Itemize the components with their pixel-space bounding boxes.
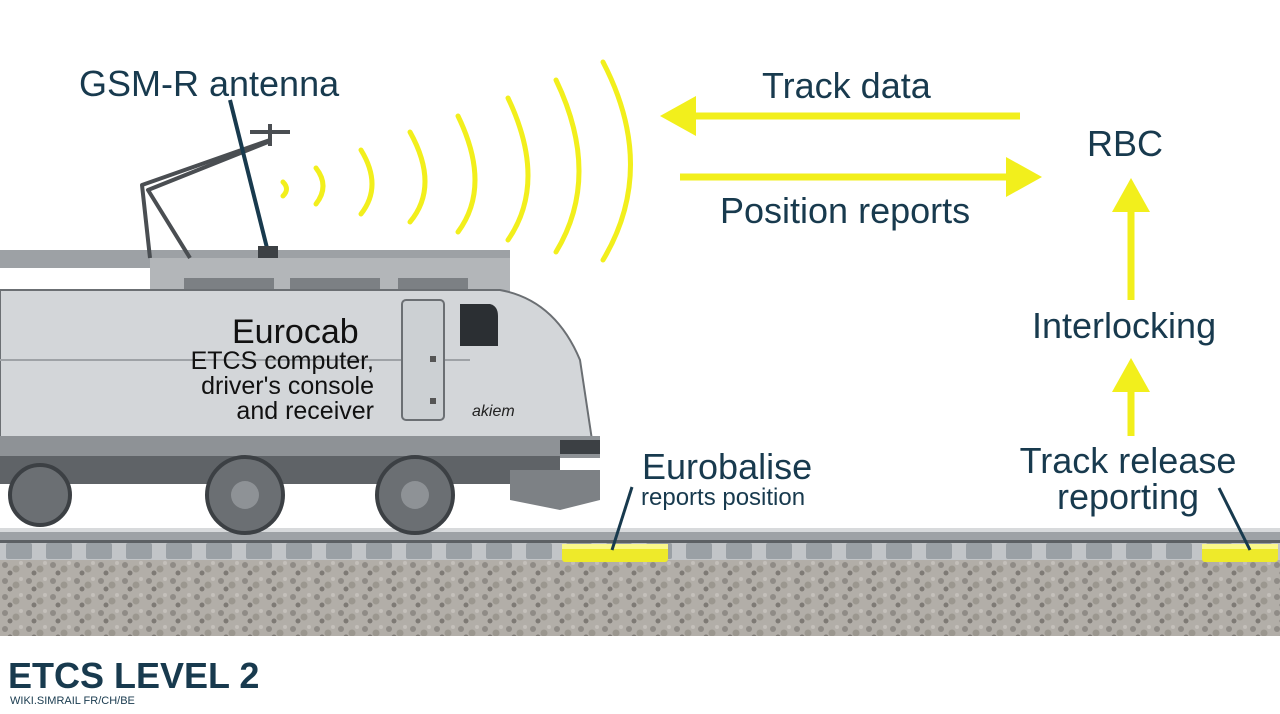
rbc-label: RBC <box>1087 123 1164 164</box>
eurocab-line3: and receiver <box>236 397 374 425</box>
track-release-line1: Track release <box>1019 440 1237 481</box>
sleeper <box>926 543 952 559</box>
sleeper <box>86 543 112 559</box>
sleeper <box>126 543 152 559</box>
track-data-label: Track data <box>762 65 931 106</box>
footer-credit: WIKI.SIMRAIL FR/CH/BE <box>10 695 135 707</box>
interlocking-to-rbc-arrow <box>1112 178 1150 300</box>
eurocab-description: ETCS computer, driver's console and rece… <box>164 349 374 424</box>
eurocab-line2: driver's console <box>201 372 374 400</box>
sleeper <box>286 543 312 559</box>
eurobalise-sublabel: reports position <box>641 484 806 511</box>
track-release-device <box>1202 544 1278 562</box>
track-release-label: Track release reporting <box>1016 443 1240 515</box>
sleeper <box>446 543 472 559</box>
pantograph <box>140 124 290 260</box>
sleeper <box>686 543 712 559</box>
track-release-line2: reporting <box>1056 476 1200 517</box>
sleeper <box>1166 543 1192 559</box>
interlocking-label: Interlocking <box>1032 305 1217 346</box>
sleeper <box>6 543 32 559</box>
sleeper <box>846 543 872 559</box>
eurobalise-label: Eurobalise <box>642 446 813 487</box>
gsm-r-antenna-label: GSM-R antenna <box>79 63 340 104</box>
sleeper <box>406 543 432 559</box>
brand-logo-text: akiem <box>472 403 515 420</box>
sleeper <box>166 543 192 559</box>
sleeper <box>1086 543 1112 559</box>
sleeper <box>806 543 832 559</box>
footer-title: ETCS LEVEL 2 <box>8 655 260 696</box>
track-release-pointer <box>1217 487 1252 551</box>
sleeper <box>246 543 272 559</box>
sleeper <box>526 543 552 559</box>
track-data-arrow <box>660 96 1020 136</box>
sleeper <box>1046 543 1072 559</box>
sleeper <box>1006 543 1032 559</box>
release-to-interlocking-arrow <box>1112 358 1150 436</box>
sleeper <box>486 543 512 559</box>
sleeper <box>326 543 352 559</box>
position-reports-label: Position reports <box>720 190 971 231</box>
position-reports-arrow <box>680 157 1042 197</box>
locomotive <box>0 250 600 535</box>
sleeper <box>1126 543 1152 559</box>
eurocab-line1: ETCS computer, <box>190 347 374 375</box>
sleeper <box>886 543 912 559</box>
sleeper <box>726 543 752 559</box>
sleeper <box>366 543 392 559</box>
rail <box>0 528 1280 543</box>
sleeper <box>46 543 72 559</box>
radio-waves <box>280 59 633 263</box>
eurobalise-pointer <box>610 486 634 551</box>
antenna-pointer <box>228 99 270 253</box>
eurobalise-device <box>562 544 668 562</box>
eurocab-title: Eurocab <box>232 313 359 351</box>
sleeper <box>966 543 992 559</box>
sleeper <box>206 543 232 559</box>
antenna-mount <box>258 246 278 258</box>
ballast <box>0 556 1280 636</box>
sleeper <box>766 543 792 559</box>
